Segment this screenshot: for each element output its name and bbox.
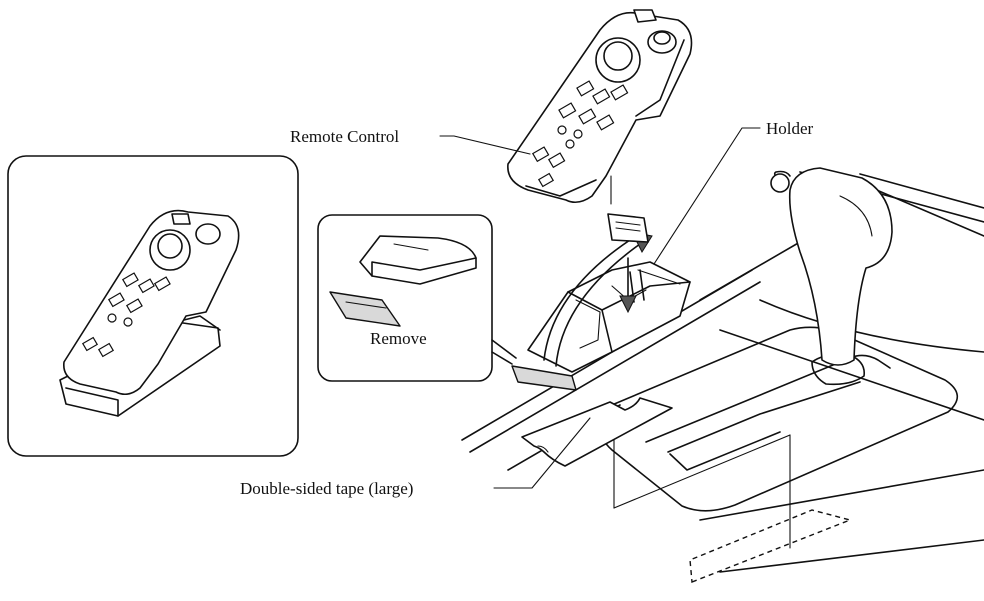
tape-leader — [493, 417, 591, 489]
remote-control-label: Remote Control — [290, 127, 400, 146]
car-console — [461, 167, 984, 573]
remote-control — [507, 9, 693, 204]
assembled-inset — [7, 155, 299, 457]
holder-label: Holder — [766, 119, 814, 138]
remove-inset — [317, 214, 517, 382]
mounting-area-outline — [689, 509, 853, 583]
double-sided-tape-label: Double-sided tape (large) — [240, 479, 414, 498]
holder-leader — [653, 127, 761, 265]
double-sided-tape — [521, 397, 673, 467]
remove-label: Remove — [370, 329, 427, 348]
holder — [511, 213, 691, 391]
remote-control-leader — [439, 135, 531, 155]
